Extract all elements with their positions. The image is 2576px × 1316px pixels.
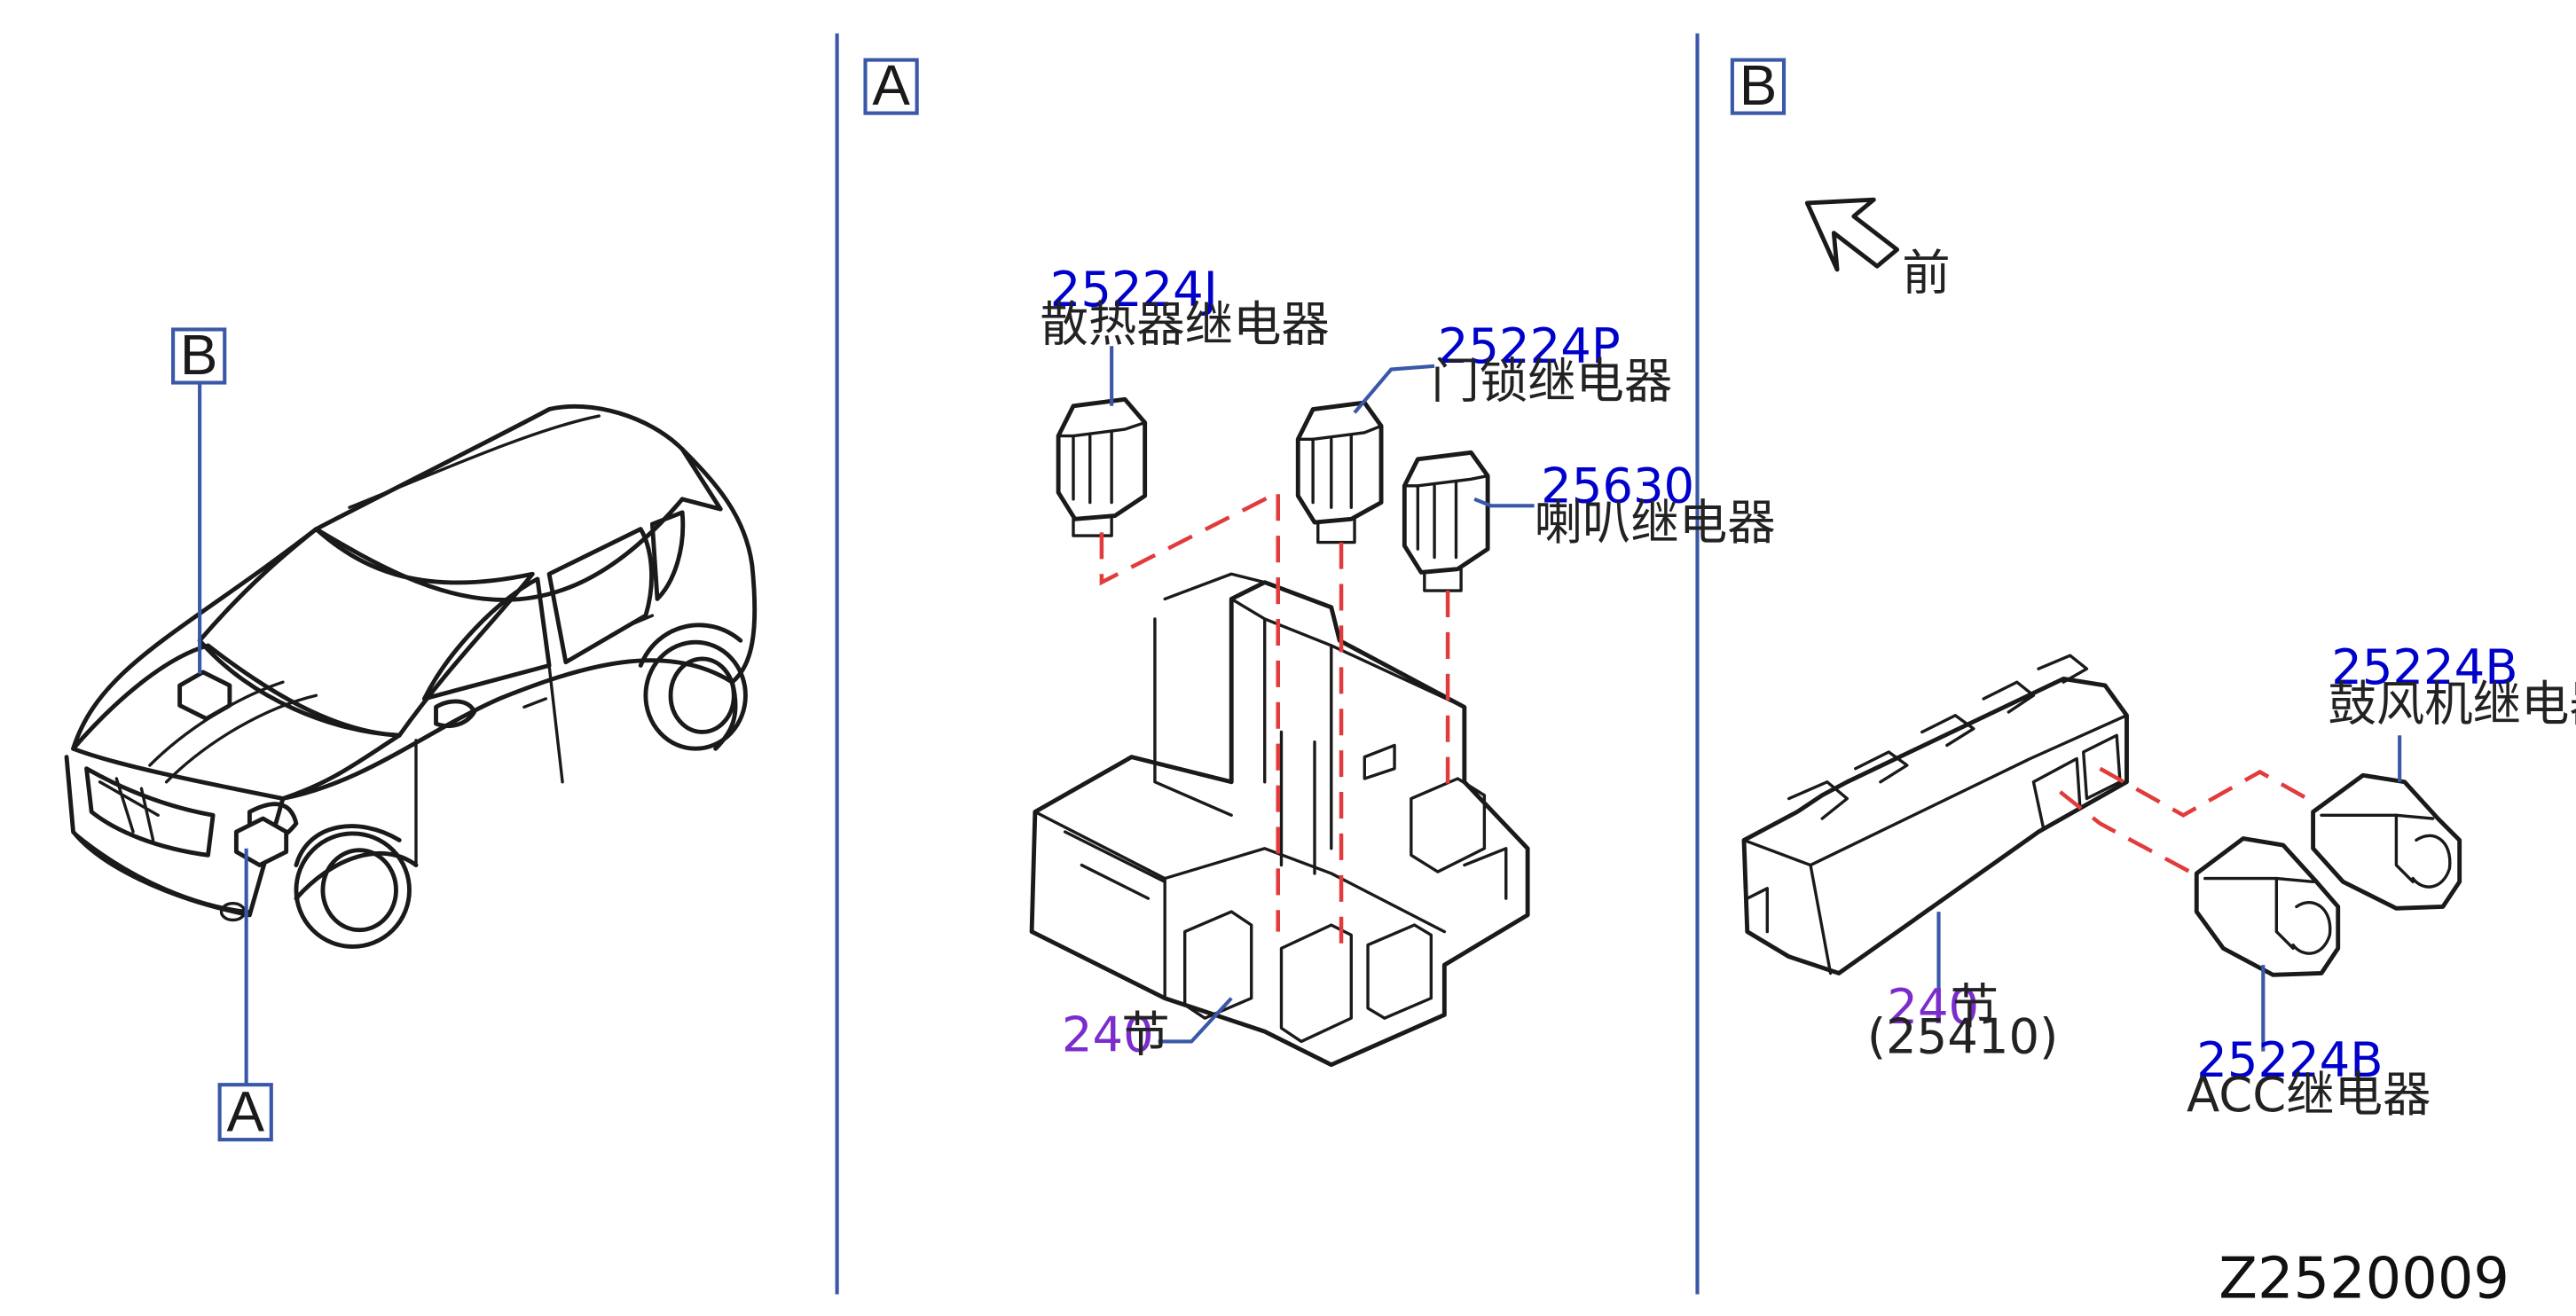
callout-panel-b-label: B [1740,53,1778,117]
vehicle-overview: B A [64,323,758,1144]
junction-block-b-drawing [1741,654,2129,975]
relay-block-a-drawing [1029,572,1530,1068]
code-door-lock-relay: 25224P [1438,318,1621,374]
front-arrow-icon [1804,197,1900,272]
name-radiator-relay: 散热器继电器 [1040,297,1329,353]
callout-overview-b[interactable]: B [171,323,227,387]
panel-a: A [863,53,1776,1068]
label-horn-relay: 25630 喇叭继电器 [1535,458,1776,551]
section-block-b: 240 [1887,979,1979,1035]
label-blower-relay: 25224B 鼓风机继电器 [2328,639,2576,732]
callout-panel-a-label: A [872,53,910,117]
name-blower-relay: 鼓风机继电器 [2328,676,2576,732]
label-block-a: 240 节 [1062,1007,1170,1063]
drawing-code: Z2520009 [2219,1246,2509,1312]
callout-panel-b[interactable]: B [1730,53,1787,117]
dash-acc [2059,790,2191,874]
section-block-a: 240 [1062,1007,1154,1063]
label-radiator-relay: 25224J 散热器继电器 [1040,262,1329,352]
panel-b: B 前 [1730,53,2576,1123]
block-a-location [233,816,289,867]
code-horn-relay: 25630 [1541,458,1694,514]
unit-block-a: 节 [1121,1007,1169,1063]
label-block-b: 240 节 (25410) [1867,979,2058,1065]
leader-horn [1473,497,1535,508]
leader-door-lock [1353,364,1435,414]
name-horn-relay: 喇叭继电器 [1535,495,1776,551]
callout-panel-a[interactable]: A [863,53,919,117]
relay-blower-drawing [2311,772,2462,911]
part-number-block-b: (25410) [1867,1009,2058,1065]
unit-block-b: 节 [1951,979,1999,1035]
label-acc-relay: 25224B ACC继电器 [2187,1032,2431,1123]
label-door-lock-relay: 25224P 门锁继电器 [1431,318,1672,409]
relay-acc-drawing [2194,836,2341,977]
relay-horn-drawing [1402,450,1490,592]
block-b-location [177,670,232,721]
callout-overview-b-label: B [180,323,218,387]
callout-overview-a[interactable]: A [217,1080,273,1144]
name-door-lock-relay: 门锁继电器 [1431,353,1672,409]
dash-radiator [1099,489,1280,932]
name-acc-relay: ACC继电器 [2187,1067,2431,1123]
dash-blower [2099,766,2314,818]
relay-radiator-drawing [1056,396,1148,537]
car-drawing [64,403,758,949]
relay-door-lock-drawing [1295,400,1384,544]
code-acc-relay: 25224B [2196,1032,2383,1088]
code-radiator-relay: 25224J [1050,262,1218,317]
leader-block-a [1158,997,1233,1044]
callout-overview-a-label: A [226,1080,264,1144]
code-blower-relay: 25224B [2331,639,2517,695]
front-label: 前 [1902,245,1950,301]
